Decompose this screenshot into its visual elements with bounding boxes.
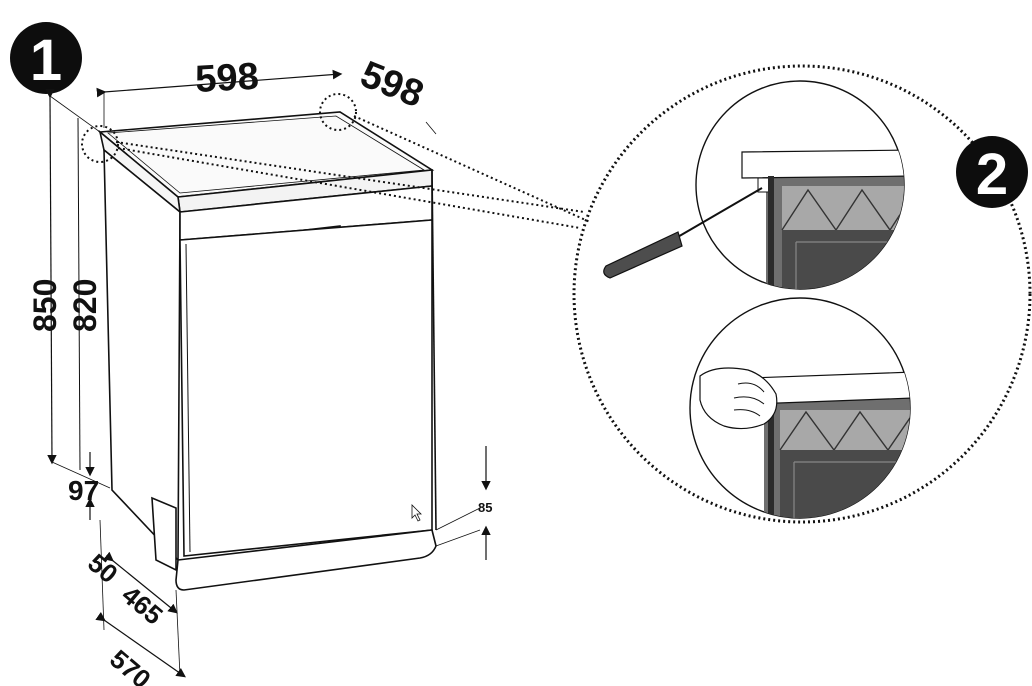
dim-foot-label: 50 — [82, 548, 123, 590]
dim-width-label: 598 — [194, 56, 260, 101]
callout-corner-right — [319, 93, 357, 131]
worktop-inner-edge — [106, 115, 426, 194]
dim-total-depth-label: 570 — [104, 644, 157, 686]
dimension-lines — [45, 69, 491, 678]
dim-plinth-label: 97 — [68, 475, 99, 506]
dim-door-depth-label: 465 — [116, 580, 169, 631]
dim-kick-label: 85 — [478, 500, 492, 515]
dishwasher-outline — [97, 111, 437, 591]
detail-magnifier — [572, 64, 1032, 524]
dim-height-body-label: 820 — [67, 279, 103, 332]
dim-height-total-label: 850 — [27, 279, 63, 332]
detail-hand-press — [689, 297, 911, 519]
svg-text:2: 2 — [976, 142, 1008, 207]
side-panel — [103, 148, 181, 563]
callout-lines — [81, 93, 591, 229]
svg-text:1: 1 — [30, 28, 62, 93]
detail-screwdriver — [603, 80, 905, 290]
dim-depth-label: 598 — [355, 53, 430, 116]
step-1-badge: 1 — [10, 22, 82, 94]
adjustable-foot — [151, 496, 177, 572]
door-panel — [179, 219, 433, 557]
step-2-badge: 2 — [956, 136, 1028, 208]
callout-corner-left — [81, 125, 119, 163]
cursor-mark — [411, 504, 422, 522]
